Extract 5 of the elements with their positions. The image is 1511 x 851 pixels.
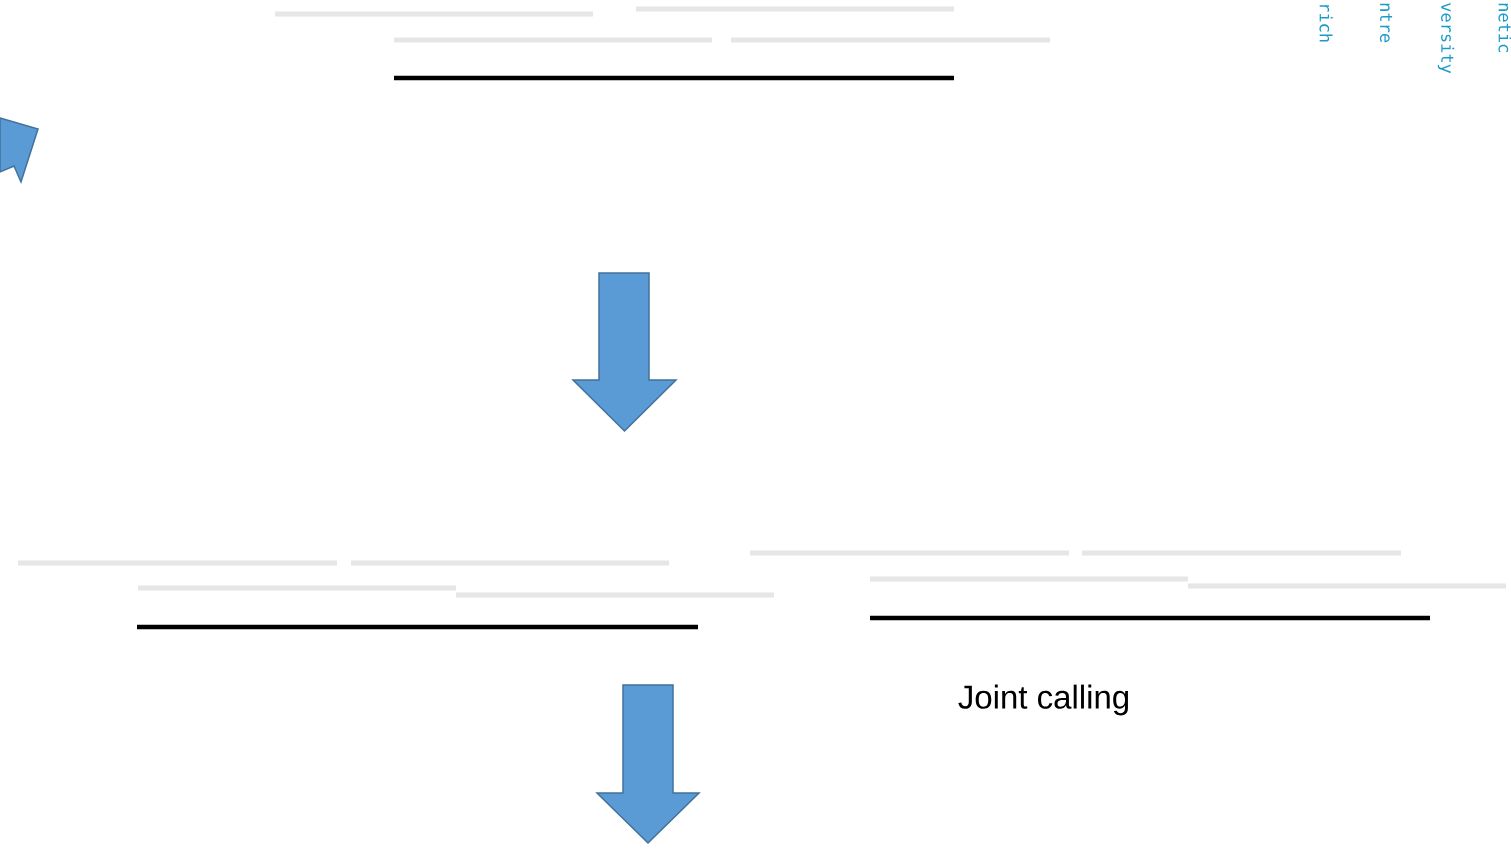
- rotated-text: rich: [1319, 5, 1333, 42]
- rotated-text: ntre: [1379, 3, 1393, 43]
- caption-text: Joint calling: [958, 684, 1129, 716]
- rotated-text: versity: [1437, 3, 1455, 74]
- rotated-text: netic: [1498, 3, 1511, 52]
